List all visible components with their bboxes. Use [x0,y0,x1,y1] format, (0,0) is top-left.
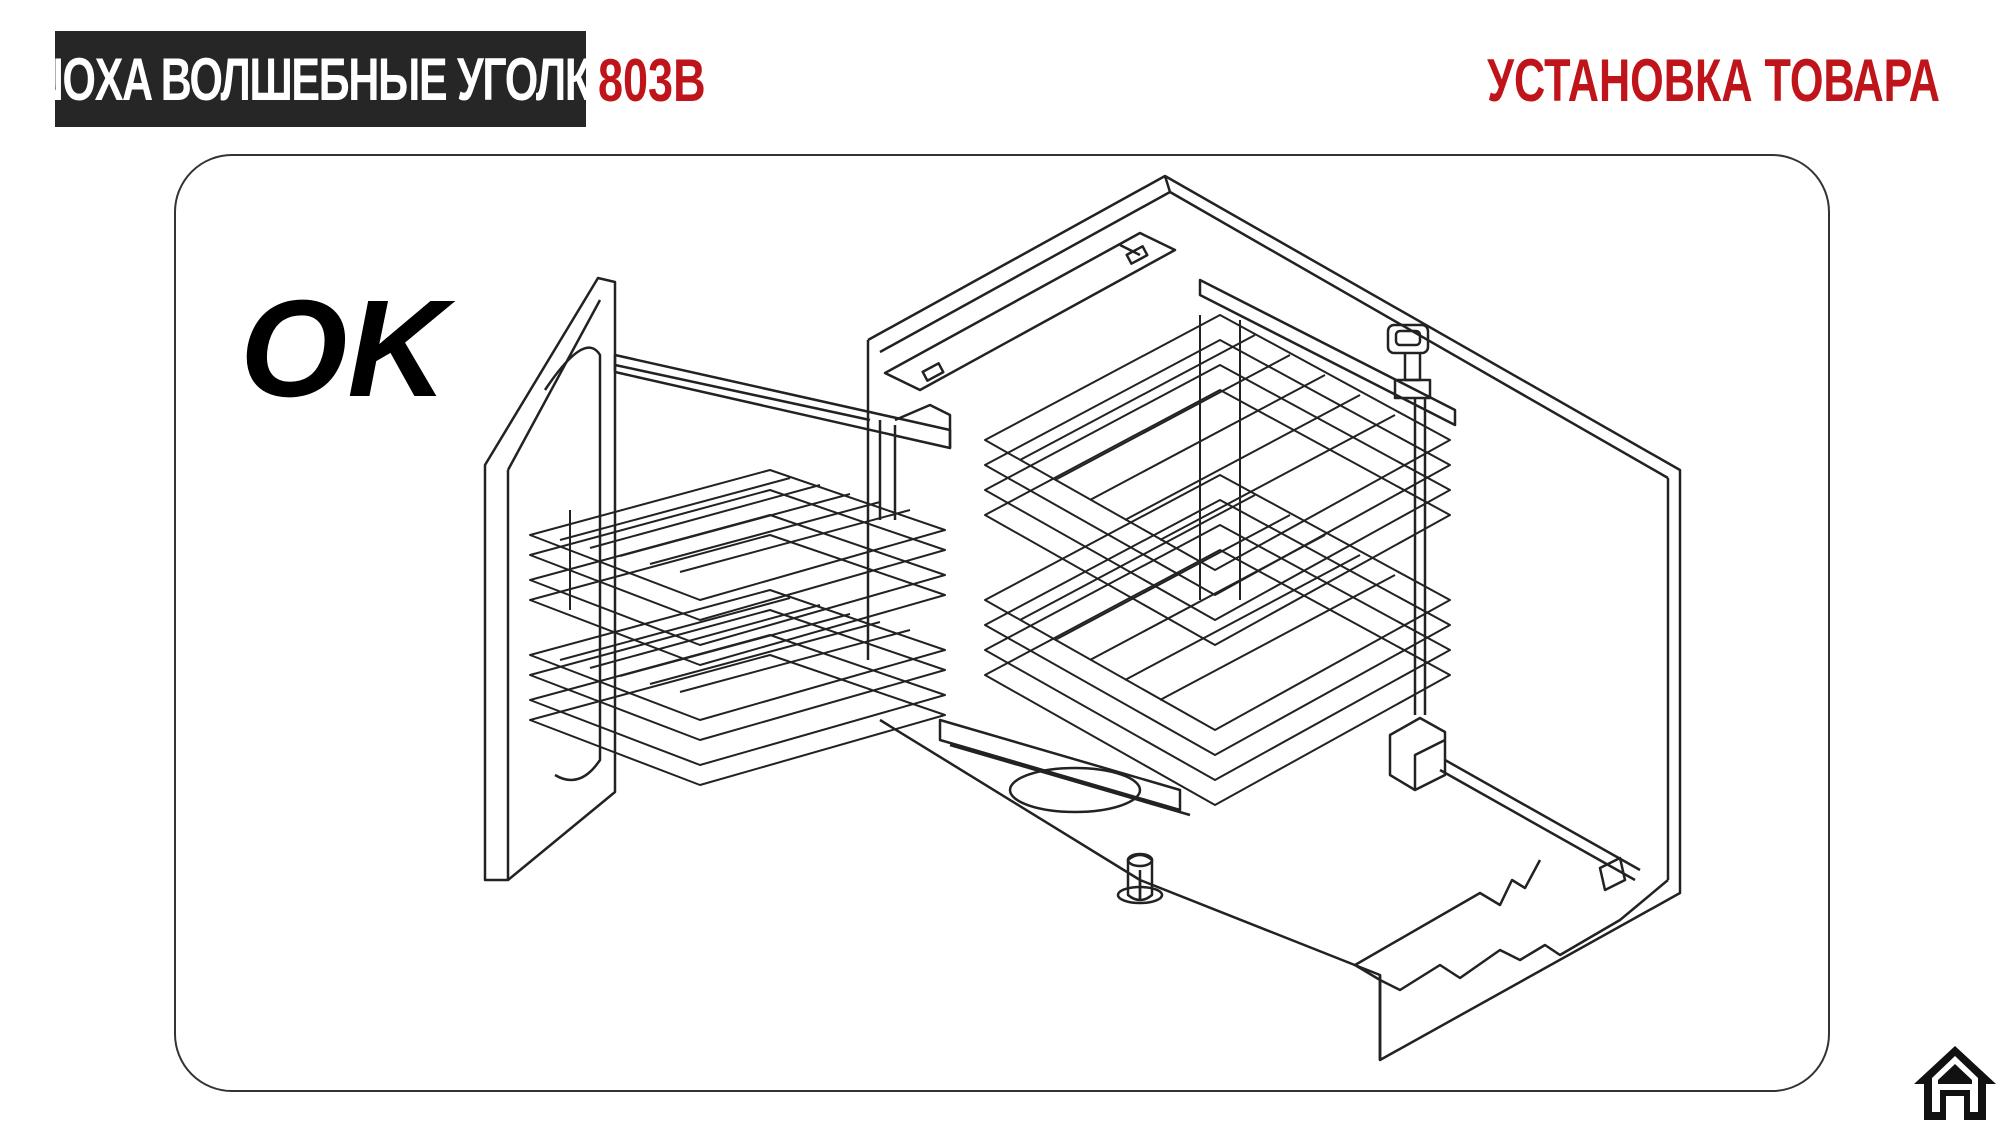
section-title: УСТАНОВКА ТОВАРА [1487,46,1940,114]
home-icon [1914,1046,1996,1120]
home-button[interactable] [1912,1042,1998,1122]
brand-title: INOXA ВОЛШЕБНЫЕ УГОЛКИ [21,45,621,113]
illustration-frame [174,154,1830,1092]
ok-status-label: OK [240,272,447,426]
brand-title-box: INOXA ВОЛШЕБНЫЕ УГОЛКИ [22,31,621,127]
model-code: 803B [598,46,706,114]
